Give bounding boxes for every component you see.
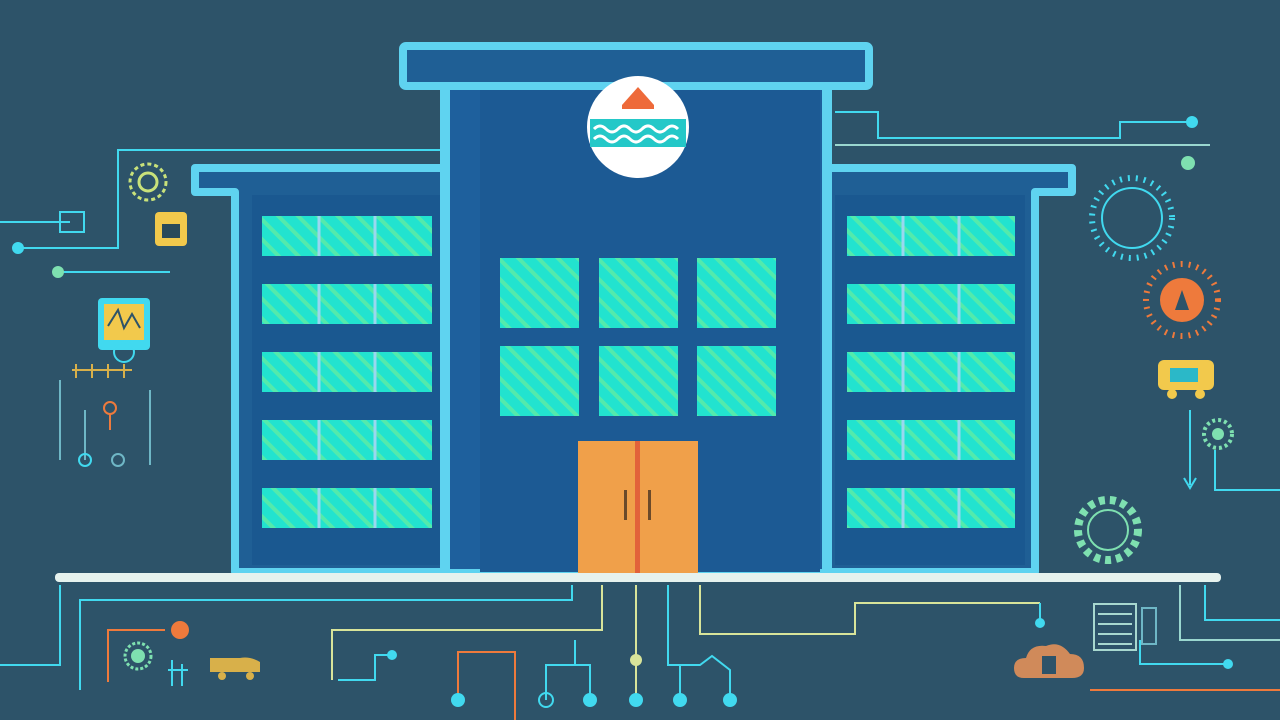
gear-icon [1074,496,1142,564]
circuit-node [630,654,642,666]
window [847,284,1015,324]
circuit-node [723,693,737,707]
window [847,216,1015,256]
circuit-node [451,693,465,707]
circuit-line [457,651,516,720]
circuit-line [0,585,61,666]
circuit-node [1035,618,1045,628]
circuit-node [171,621,189,639]
hospital-logo-icon [587,76,689,178]
circuit-node [1181,156,1195,170]
circuit-node [78,453,92,467]
circuit-node [629,693,643,707]
left-circuits [0,149,440,467]
circuit-node [387,650,397,660]
label-scribble-icon [72,364,132,378]
circuit-node [1223,659,1233,669]
window [847,352,1015,392]
left-wing-windows [262,216,432,528]
ground-line [55,573,1221,582]
circuit-line [699,585,1040,635]
ambulance-icon [59,211,85,233]
right-wing-windows [847,216,1015,528]
circuit-line [79,585,573,690]
window [599,258,678,328]
entrance-door [578,441,698,573]
heart-monitor-icon [168,660,188,686]
right-circuits [835,111,1280,491]
circuit-line [338,654,392,681]
circuit-node [1186,116,1198,128]
server-rack-icon [1093,603,1157,651]
cloud-icon [1014,644,1084,678]
sun-gear-icon [1089,175,1175,261]
window [847,420,1015,460]
building [191,42,1076,579]
circuit-line [1214,450,1280,491]
bottom-circuits [0,585,1280,720]
circuit-node [673,693,687,707]
tooth-badge-icon [155,212,187,246]
circuit-node [583,693,597,707]
window [262,216,432,256]
window [262,488,432,528]
window [697,258,776,328]
ambulance-icon [1158,360,1214,399]
window [847,488,1015,528]
center-windows [500,258,776,416]
circuit-node [12,242,24,254]
window [697,346,776,416]
window [500,346,579,416]
circuit-line [1204,585,1280,621]
window [262,284,432,324]
circuit-line [1139,640,1228,665]
window [500,258,579,328]
ambulance-icon [210,657,260,680]
circuit-line [1179,585,1280,641]
circuit-line [59,380,151,465]
tooth-badge-icon [1143,261,1221,339]
gear-icon [123,641,153,671]
window [599,346,678,416]
heart-monitor-icon [98,298,150,363]
circuit-node [52,266,64,278]
window [262,352,432,392]
circuit-line [545,640,591,700]
circuit-line [107,629,165,682]
sun-gear-icon [128,162,168,202]
cog-icon [1202,418,1234,450]
circuit-arrow [1183,477,1197,490]
circuit-node [111,453,125,467]
stethoscope-icon [103,401,117,430]
circuit-line [835,111,1192,139]
window [262,420,432,460]
circuit-line [18,149,440,249]
circuit-node [538,692,554,708]
circuit-line [331,585,603,680]
